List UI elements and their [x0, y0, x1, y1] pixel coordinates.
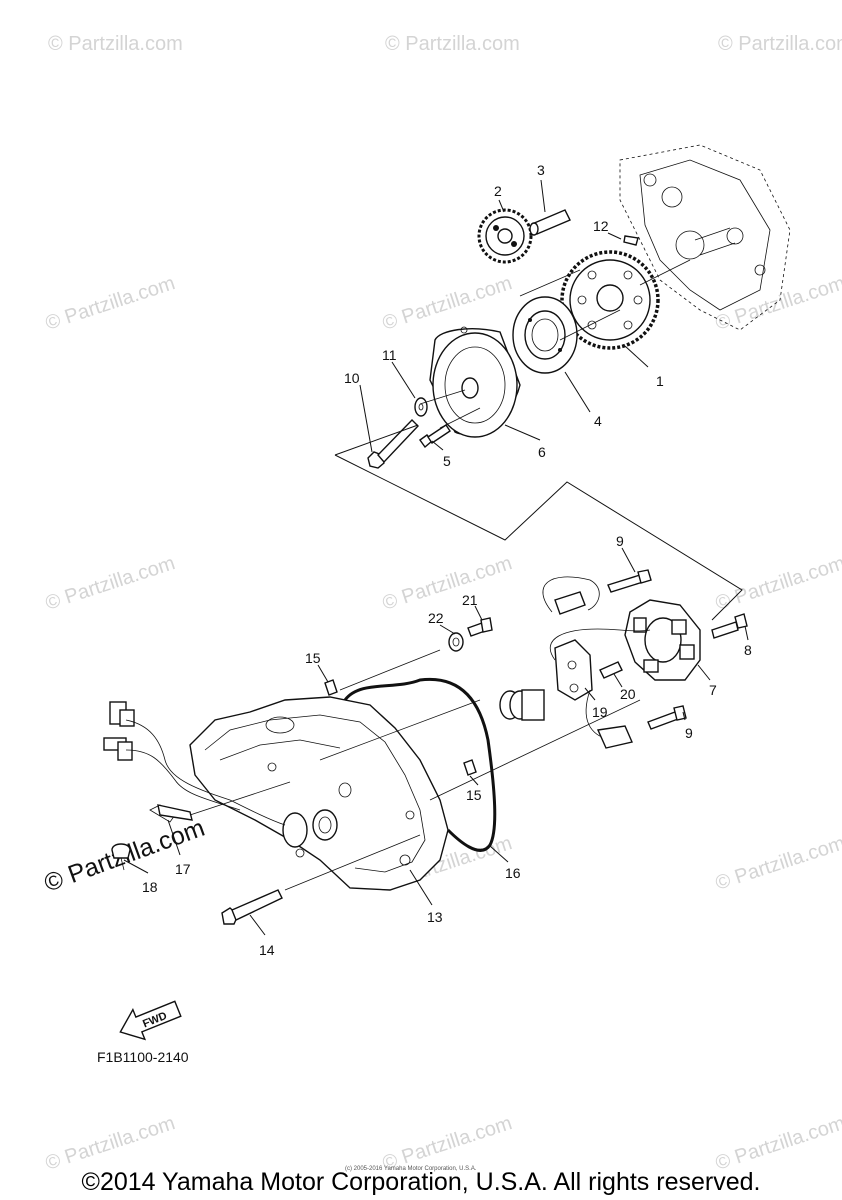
starter-idle-gear: [477, 208, 533, 264]
callout-9-upper: 9: [616, 533, 624, 549]
callout-4: 4: [594, 413, 602, 429]
group-bracket: [334, 424, 743, 621]
callout-6: 6: [538, 444, 546, 460]
callout-15-lower: 15: [466, 787, 482, 803]
clamp-screw: [111, 843, 131, 871]
idle-gear-shaft: [529, 209, 571, 236]
stator-wire-harness: [542, 576, 651, 749]
callout-9-lower: 9: [685, 725, 693, 741]
callout-10: 10: [344, 370, 360, 386]
callout-22: 22: [428, 610, 444, 626]
watermark: © Partzilla.com: [385, 33, 520, 55]
cover-bolt: [221, 889, 283, 925]
watermark: © Partzilla.com: [718, 33, 842, 55]
watermark: © Partzilla.com: [713, 1112, 842, 1175]
wire-harness-left: [103, 701, 286, 826]
callout-12: 12: [593, 218, 609, 234]
clutch-screw: [419, 424, 451, 449]
forward-arrow: FWD: [119, 1000, 182, 1041]
callout-8: 8: [744, 642, 752, 658]
grommet-screw: [467, 617, 493, 637]
callout-1: 1: [656, 373, 664, 389]
callout-14: 14: [259, 942, 275, 958]
callout-15-upper: 15: [305, 650, 321, 666]
dowel-pin-lower: [463, 759, 477, 776]
watermark: © Partzilla.com: [713, 832, 842, 895]
callout-5: 5: [443, 453, 451, 469]
stator-bolt-right: [711, 613, 748, 639]
footer-copyright: ©2014 Yamaha Motor Corporation, U.S.A. A…: [82, 1168, 761, 1196]
stator-assembly: [624, 599, 701, 681]
tiny-copyright: (c) 2005-2016 Yamaha Motor Corporation, …: [345, 1166, 477, 1172]
cover-gasket: [343, 677, 497, 852]
dowel-pin-upper: [324, 679, 338, 696]
washer: [414, 397, 428, 417]
callout-16: 16: [505, 865, 521, 881]
callout-2: 2: [494, 183, 502, 199]
leader-lines-lower: [123, 547, 749, 936]
watermark: © Partzilla.com: [380, 272, 515, 335]
wire-clamp: [157, 804, 193, 821]
callout-11: 11: [382, 347, 397, 363]
diagram-code: F1B1100-2140: [97, 1049, 189, 1065]
callout-20: 20: [620, 686, 636, 702]
washer-small: [448, 632, 464, 652]
starter-clutch: [512, 296, 578, 374]
callout-19: 19: [592, 704, 608, 720]
callout-18: 18: [142, 879, 158, 895]
watermark: © Partzilla.com: [43, 1112, 178, 1175]
crankcase-cover: [189, 696, 449, 891]
watermark: © Partzilla.com: [43, 552, 178, 615]
woodruff-key: [623, 235, 639, 246]
flywheel-rotor: [429, 326, 521, 438]
callout-3: 3: [537, 162, 545, 178]
watermark-layer: © Partzilla.com © Partzilla.com © Partzi…: [40, 33, 842, 1175]
callout-17: 17: [175, 861, 191, 877]
callouts: 2 3 12 1 4 6 5 11 10 9 8 7 9 20 19 21 22…: [142, 162, 752, 958]
stator-bolt-lower: [647, 705, 687, 730]
callout-21: 21: [462, 592, 478, 608]
watermark: © Partzilla.com: [43, 272, 178, 335]
callout-7: 7: [709, 682, 717, 698]
pickup-coil: [554, 639, 593, 701]
leader-lines-upper: [359, 179, 691, 453]
grommet: [499, 689, 545, 721]
engine-case-fragment: [619, 144, 791, 331]
callout-13: 13: [427, 909, 443, 925]
watermark: © Partzilla.com: [380, 552, 515, 615]
watermark: © Partzilla.com: [713, 272, 842, 335]
watermark: © Partzilla.com: [48, 33, 183, 55]
pickup-screw: [599, 661, 623, 679]
starter-wheel-gear: [560, 250, 660, 350]
stator-bolt-upper: [607, 569, 652, 593]
